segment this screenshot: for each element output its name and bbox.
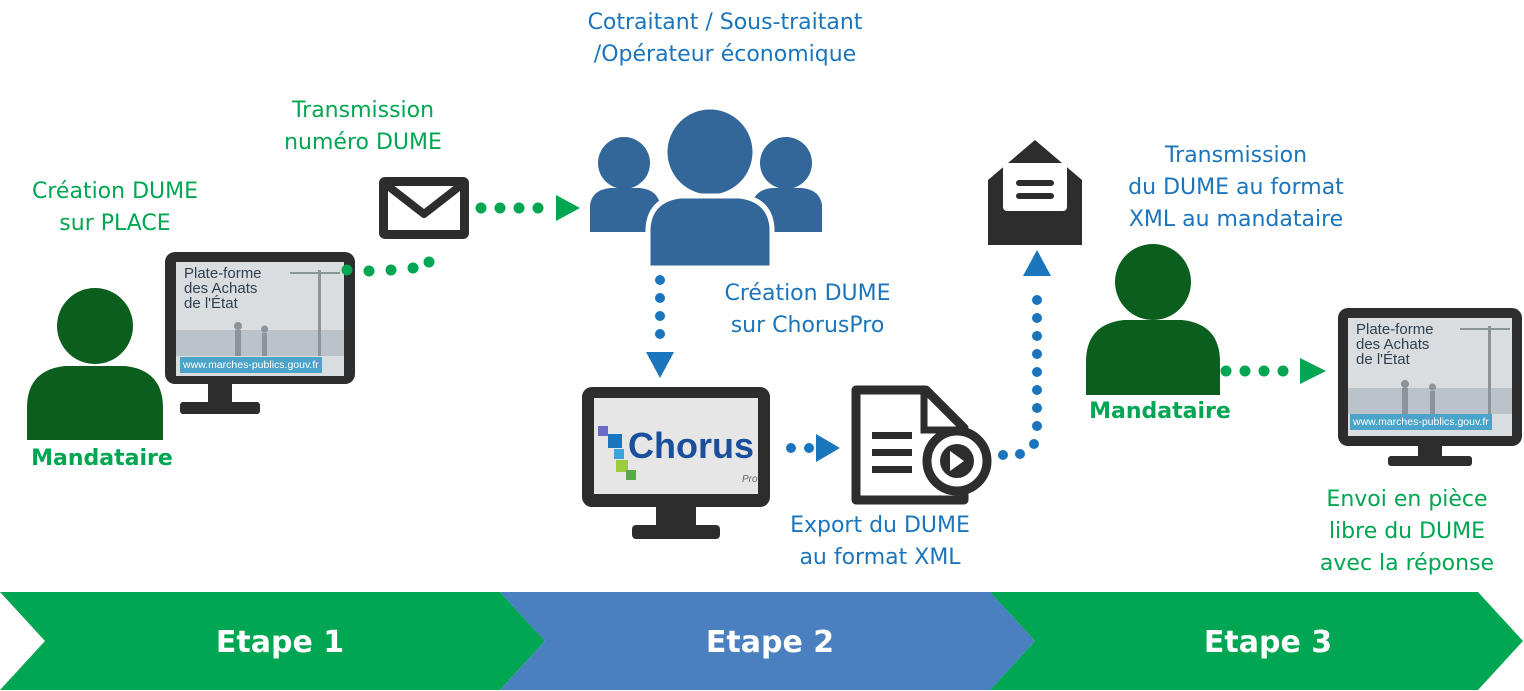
transmission-numero-label: Transmission numéro DUME <box>284 98 442 155</box>
person-icon <box>1086 244 1220 395</box>
step-2-chevron <box>500 592 1035 690</box>
connector-arrow <box>1220 358 1326 384</box>
place-screen-title: Plate-forme des Achats de l'État <box>184 265 262 312</box>
place-screen-title: Plate-forme des Achats de l'État <box>1356 321 1434 368</box>
connector-arrow <box>646 275 674 378</box>
open-envelope-icon <box>988 140 1082 245</box>
envoi-label: Envoi en pièce libre du DUME avec la rép… <box>1319 487 1495 576</box>
chorus-logo-icon <box>598 426 636 480</box>
step-1-label: Etape 1 <box>216 625 344 660</box>
document-export-icon <box>851 385 992 505</box>
person-icon <box>27 288 163 440</box>
mandataire-left-label: Mandataire <box>31 446 173 471</box>
place-screen-url: www.marches-publics.gouv.fr <box>180 357 322 373</box>
step-1-chevron <box>0 592 545 690</box>
step-banner: Etape 1 Etape 2 Etape 3 <box>0 592 1523 690</box>
mandataire-right-label: Mandataire <box>1089 399 1231 424</box>
connector-arrow <box>786 434 840 462</box>
envelope-icon <box>379 177 469 239</box>
step-3-label: Etape 3 <box>1204 625 1332 660</box>
export-xml-label: Export du DUME au format XML <box>790 513 970 570</box>
connector-arrow <box>475 195 580 221</box>
transmission-xml-label: Transmission du DUME au format XML au ma… <box>1128 143 1344 232</box>
step-2-label: Etape 2 <box>706 625 834 660</box>
place-screen-url: www.marches-publics.gouv.fr <box>1350 414 1492 430</box>
chorus-logo-sub: Pro <box>742 474 758 485</box>
creation-chorus-label: Création DUME sur ChorusPro <box>724 281 891 338</box>
group-icon <box>590 104 822 271</box>
step-3-chevron <box>990 592 1523 690</box>
cotraitant-label: Cotraitant / Sous-traitant /Opérateur éc… <box>587 10 863 67</box>
connector-dots <box>341 256 435 277</box>
monitor-icon: Chorus Pro <box>582 387 770 539</box>
creation-place-label: Création DUME sur PLACE <box>32 179 198 236</box>
chorus-logo-text: Chorus <box>628 425 754 466</box>
connector-arrow <box>998 250 1051 460</box>
